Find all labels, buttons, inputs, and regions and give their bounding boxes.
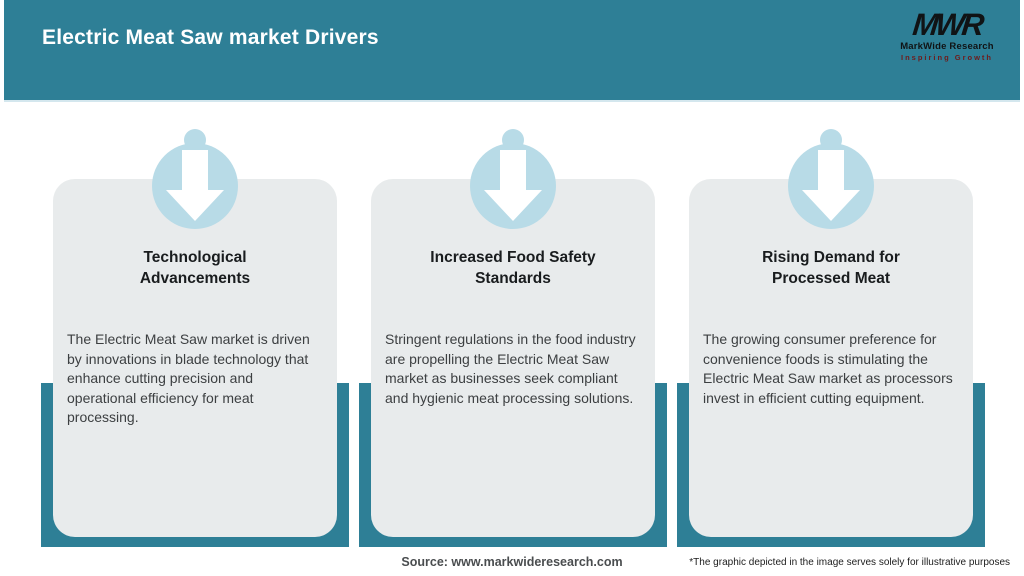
header-bar: Electric Meat Saw market Drivers MWR Mar… bbox=[4, 0, 1020, 102]
disclaimer-text: *The graphic depicted in the image serve… bbox=[689, 557, 1010, 568]
card-body: The Electric Meat Saw market is driven b… bbox=[67, 331, 310, 425]
driver-column-1: Technological Advancements The Electric … bbox=[41, 0, 349, 576]
down-arrow-icon bbox=[470, 143, 556, 229]
logo-tagline: Inspiring Growth bbox=[901, 53, 993, 62]
driver-card bbox=[53, 179, 337, 537]
card-title: Increased Food Safety Standards bbox=[430, 249, 596, 287]
card-body: The growing consumer preference for conv… bbox=[703, 331, 953, 406]
card-body: Stringent regulations in the food indust… bbox=[385, 331, 636, 406]
card-title: Rising Demand for Processed Meat bbox=[762, 249, 900, 287]
driver-card bbox=[689, 179, 973, 537]
markwide-logo: MWR MarkWide Research Inspiring Growth bbox=[892, 7, 1002, 62]
down-arrow-icon bbox=[788, 143, 874, 229]
source-text: Source: www.markwideresearch.com bbox=[401, 555, 623, 569]
logo-name: MarkWide Research bbox=[900, 41, 994, 52]
driver-column-3: Rising Demand for Processed Meat The gro… bbox=[677, 0, 985, 576]
page-title: Electric Meat Saw market Drivers bbox=[42, 26, 379, 49]
driver-card bbox=[371, 179, 655, 537]
card-title: Technological Advancements bbox=[139, 249, 251, 287]
down-arrow-icon bbox=[152, 143, 238, 229]
driver-column-2: Increased Food Safety Standards Stringen… bbox=[359, 0, 667, 576]
